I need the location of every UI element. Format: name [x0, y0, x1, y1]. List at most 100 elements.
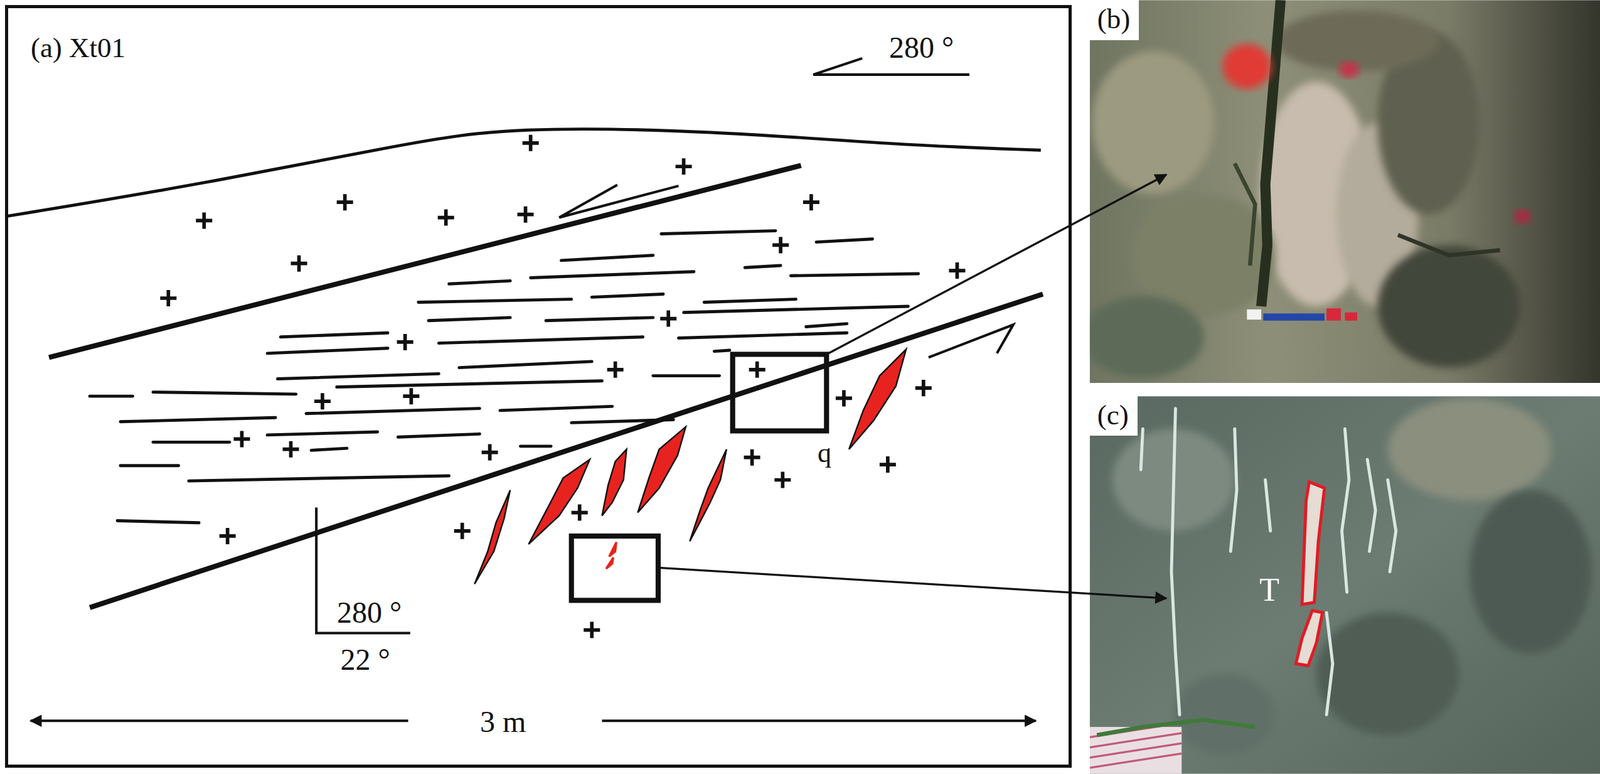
foliation-dash: [653, 373, 720, 378]
quartz-veinlet: [1171, 408, 1180, 715]
red-mark: [1222, 43, 1272, 90]
granite-symbol: [397, 333, 414, 351]
foliation-dash: [591, 294, 664, 298]
foliation-dash: [678, 332, 847, 338]
quartz-veinlet: [1230, 428, 1237, 551]
foliation-dash: [428, 317, 511, 321]
sample-box: [571, 535, 659, 600]
sketch-panel: (a) Xt01: [5, 5, 1072, 768]
tension-vein: [848, 348, 907, 449]
tension-vein: [637, 426, 686, 513]
tension-vein: [606, 557, 614, 569]
tension-vein: [609, 542, 617, 557]
photo-panel: (b): [1089, 0, 1600, 383]
rock-blotch: [1275, 10, 1439, 72]
foliation-dash: [311, 448, 347, 450]
azimuth-label: 280 °: [889, 31, 954, 65]
granite-symbol: [607, 361, 624, 378]
granite-symbol: [749, 361, 766, 378]
fault-line: [89, 294, 1043, 608]
granite-symbol: [879, 456, 896, 473]
granite-symbol: [835, 389, 853, 406]
granite-symbol: [517, 206, 534, 223]
rock-blotch: [1089, 296, 1205, 378]
granite-symbol: [481, 444, 499, 461]
outcrop-outline: [5, 129, 1041, 217]
rock-blotch: [1173, 673, 1276, 755]
rock-blotch: [1377, 244, 1521, 368]
foliation-dash: [714, 350, 730, 352]
foliation-dash: [117, 520, 199, 523]
granite-symbol: [571, 504, 588, 521]
scale-mark: [1246, 309, 1262, 320]
granite-symbol: [772, 236, 789, 253]
tension-vein: [689, 449, 727, 541]
scale-arrow: [30, 719, 409, 722]
rock-blotch: [1316, 612, 1460, 735]
fault-line: [48, 165, 802, 358]
foliation-dash: [153, 440, 230, 444]
foliation-dash: [267, 431, 378, 435]
foliation-dash: [89, 394, 133, 398]
rock-blotch: [1387, 397, 1552, 501]
rock-blotch: [1469, 490, 1592, 654]
attitude-symbol: [316, 506, 411, 633]
granite-symbol: [219, 527, 236, 544]
granite-symbol: [744, 449, 761, 466]
granite-symbol: [774, 471, 791, 488]
quartz-veinlet: [1265, 479, 1271, 531]
sample-box: [732, 353, 827, 431]
foliation-dash: [520, 444, 551, 448]
foliation-dash: [188, 475, 450, 481]
quartz-veinlet: [1326, 612, 1333, 715]
rock-blotch: [1091, 50, 1215, 194]
leader-arrow: [826, 174, 1167, 354]
foliation-dash: [560, 255, 653, 261]
foliation-dash: [418, 299, 572, 303]
ruler-stripe: [1089, 752, 1182, 768]
foliation-dash: [120, 463, 179, 467]
foliation-dash: [306, 408, 480, 414]
red-mark: [1338, 61, 1360, 78]
photo-panel: (c): [1089, 395, 1600, 774]
granite-symbol: [583, 621, 600, 639]
scale-mark: [1263, 313, 1325, 320]
quartz-veinlet: [1342, 428, 1350, 592]
granite-symbol: [437, 209, 455, 226]
quartz-veinlet: [1387, 479, 1397, 571]
photo-b: [1089, 0, 1600, 383]
tension-vein: [528, 459, 590, 544]
tension-vein: [1295, 610, 1323, 666]
rock-crack: [1397, 234, 1501, 256]
scale-mark: [1344, 312, 1358, 321]
quartz-veinlet: [1367, 459, 1376, 551]
quartz-veinlet: [1140, 428, 1143, 470]
granite-symbol: [314, 392, 331, 410]
shear-sense-arrow: [559, 184, 679, 218]
granite-symbol: [660, 310, 677, 327]
granite-symbol: [675, 158, 693, 175]
vein-label: T: [1259, 571, 1280, 608]
foliation-dash: [397, 433, 480, 437]
granite-symbol: [948, 262, 966, 279]
foliation-dash: [267, 348, 388, 354]
granite-symbol: [803, 193, 820, 211]
tension-vein: [602, 449, 627, 516]
foliation-dash: [571, 419, 674, 423]
shear-sense-arrow: [928, 324, 1014, 358]
scale-mark: [1326, 308, 1341, 321]
foliation-dash: [280, 332, 388, 337]
foliation-dash: [438, 336, 643, 344]
granite-symbol: [290, 255, 307, 272]
foliation-dash: [530, 271, 694, 278]
panel-label: (b): [1089, 0, 1139, 41]
granite-symbol: [233, 430, 250, 447]
foliation-dash: [120, 417, 276, 422]
scale-label: 3 m: [480, 704, 526, 738]
foliation-dash: [683, 306, 909, 313]
panel-label: (c): [1089, 395, 1138, 437]
granite-symbol: [915, 379, 932, 396]
tension-vein: [1301, 481, 1325, 605]
